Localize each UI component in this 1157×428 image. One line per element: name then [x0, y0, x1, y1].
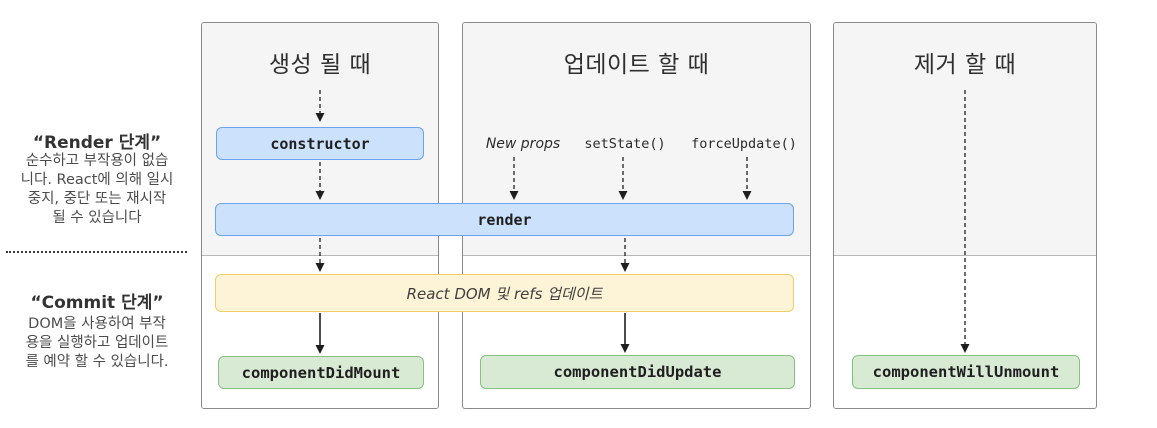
column-updating-header: 업데이트 할 때	[563, 52, 710, 78]
phase-sidebar: “Render 단계” 순수하고 부작용이 없습 니다. React에 의해 일…	[0, 0, 194, 428]
react-dom-update-label: React DOM 및 refs 업데이트	[406, 284, 603, 303]
column-mounting-header: 생성 될 때	[268, 52, 372, 78]
render-phase-line: 중지, 중단 또는 재시작	[27, 191, 167, 207]
commit-phase-line: 용을 실행하고 업데이트	[25, 335, 169, 351]
column-unmounting: 제거 할 때	[833, 22, 1097, 409]
render-phase-title: “Render 단계”	[32, 133, 162, 153]
component-did-mount-box[interactable]: componentDidMount	[218, 356, 424, 389]
render-phase-line: 순수하고 부작용이 없습	[25, 153, 169, 169]
react-dom-update-box: React DOM 및 refs 업데이트	[215, 274, 794, 312]
component-did-update-label: componentDidUpdate	[553, 363, 722, 381]
commit-phase-title: “Commit 단계”	[30, 293, 164, 313]
commit-phase-line: DOM을 사용하여 부작	[28, 316, 166, 332]
render-label: render	[477, 210, 532, 229]
render-box[interactable]: render	[215, 203, 794, 236]
constructor-box[interactable]: constructor	[216, 127, 424, 160]
render-phase-line: 니다. React에 의해 일시	[20, 172, 174, 188]
render-phase-description: 순수하고 부작용이 없습 니다. React에 의해 일시 중지, 중단 또는 …	[0, 152, 194, 228]
component-did-mount-label: componentDidMount	[241, 363, 401, 382]
component-will-unmount-label: componentWillUnmount	[872, 363, 1060, 381]
constructor-label: constructor	[270, 134, 370, 153]
phase-divider	[6, 251, 187, 253]
trigger-setstate: setState()	[584, 136, 666, 152]
column-unmounting-header: 제거 할 때	[913, 52, 1017, 78]
column-unmounting-render-region: 제거 할 때	[834, 23, 1096, 256]
trigger-new-props: New props	[485, 136, 561, 152]
commit-phase-line: 를 예약 할 수 있습니다.	[25, 354, 169, 370]
component-did-update-box[interactable]: componentDidUpdate	[480, 355, 795, 389]
commit-phase-description: DOM을 사용하여 부작 용을 실행하고 업데이트 를 예약 할 수 있습니다.	[0, 315, 194, 372]
trigger-forceupdate: forceUpdate()	[691, 136, 797, 152]
render-phase-line: 될 수 있습니다	[52, 210, 142, 226]
component-will-unmount-box[interactable]: componentWillUnmount	[852, 355, 1080, 389]
